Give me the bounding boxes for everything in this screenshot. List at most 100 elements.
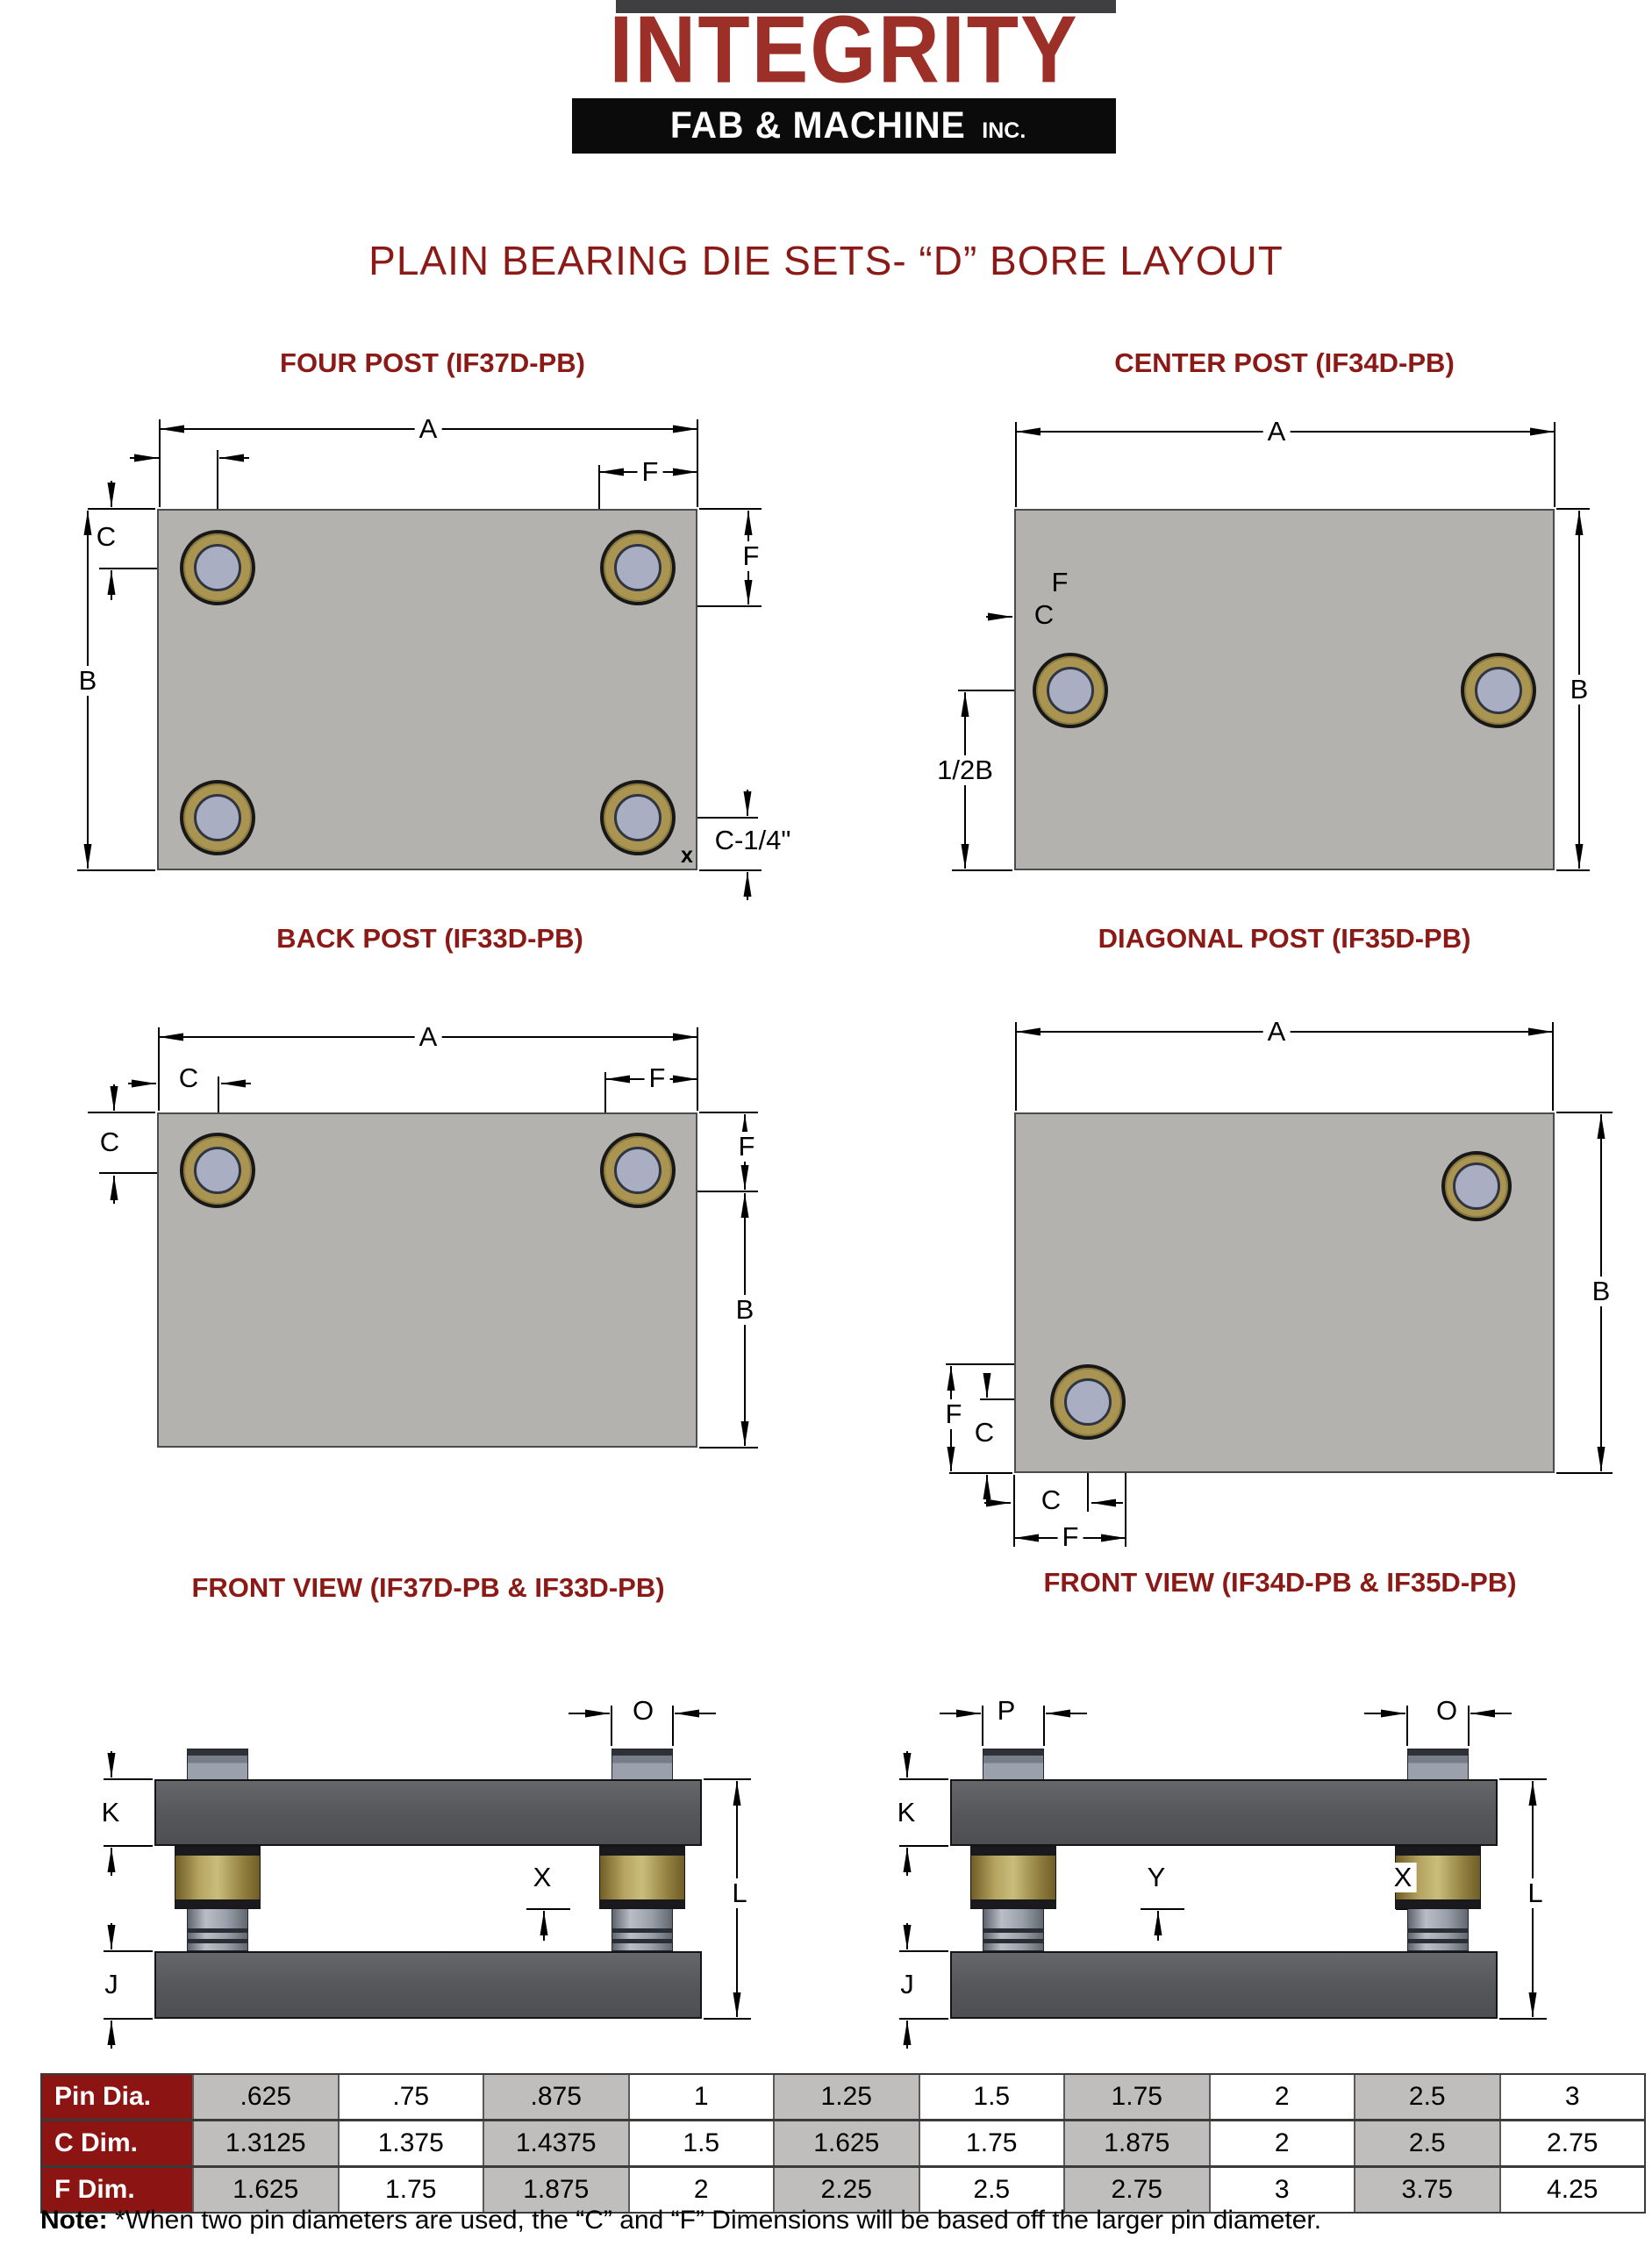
bore: [1475, 667, 1522, 714]
post-ring: [983, 1939, 1044, 1943]
table-cell: 3: [1498, 2075, 1644, 2119]
table-cell: 4.25: [1498, 2168, 1644, 2212]
table-cell: 1.875: [483, 2168, 628, 2212]
table-cell: 2.5: [1354, 2075, 1499, 2119]
table-cell: 2.5: [918, 2168, 1063, 2212]
section-title-diagonal-post: DIAGONAL POST (IF35D-PB): [1098, 923, 1471, 954]
logo-suffix: INC.: [982, 118, 1026, 143]
dim-label-j: J: [896, 1970, 919, 1999]
table-cell: 2: [1208, 2121, 1354, 2165]
post-ring: [1407, 1928, 1469, 1933]
dim-label-k: K: [97, 1798, 125, 1828]
dim-label-c: C: [91, 522, 121, 552]
bore: [614, 544, 662, 591]
dim-label-f: F: [637, 457, 663, 487]
dim-label-f: F: [1057, 1522, 1083, 1552]
dim-label-b: B: [731, 1295, 759, 1325]
table-cell: 1.75: [1063, 2075, 1209, 2119]
dim-label-o: O: [1431, 1696, 1462, 1726]
bore: [614, 1147, 662, 1194]
dim-label-y: Y: [1142, 1863, 1170, 1892]
section-title-back-post: BACK POST (IF33D-PB): [276, 923, 583, 954]
section-title-front-view-left: FRONT VIEW (IF37D-PB & IF33D-PB): [191, 1572, 665, 1603]
dim-label-a: A: [414, 414, 442, 444]
dim-label-o: O: [627, 1696, 659, 1726]
dim-label-a: A: [1262, 1017, 1291, 1047]
fv-right-post-top-left: [983, 1749, 1044, 1781]
table-row-c-dim: C Dim. 1.3125 1.375 1.4375 1.5 1.625 1.7…: [42, 2119, 1644, 2165]
table-cell: .875: [483, 2075, 628, 2119]
section-title-center-post: CENTER POST (IF34D-PB): [1114, 347, 1455, 378]
footnote-text: *When two pin diameters are used, the “C…: [107, 2206, 1322, 2235]
logo-name: INTEGRITY: [609, 0, 1079, 104]
fv-left-top-plate: [154, 1779, 702, 1846]
dim-label-k: K: [892, 1798, 920, 1828]
table-cell: 1.5: [918, 2075, 1063, 2119]
row-header: F Dim.: [42, 2168, 192, 2212]
post-ring: [187, 1939, 248, 1943]
dim-label-f: F: [644, 1063, 670, 1093]
bore: [1453, 1162, 1500, 1210]
table-cell: 3.75: [1354, 2168, 1499, 2212]
bore: [194, 1147, 241, 1194]
table-cell: 1.3125: [192, 2121, 338, 2165]
post-ring: [983, 1928, 1044, 1933]
fv-left-bushing-left: [175, 1846, 261, 1909]
dim-label-x: X: [1389, 1863, 1417, 1892]
post-ring: [611, 1939, 673, 1943]
table-cell: 1.625: [773, 2121, 919, 2165]
dim-label-l: L: [1523, 1878, 1548, 1908]
section-title-four-post: FOUR POST (IF37D-PB): [280, 347, 585, 378]
dim-label-b: B: [1565, 675, 1593, 705]
table-cell: 2: [1208, 2075, 1354, 2119]
company-logo: INTEGRITY FAB & MACHINE INC.: [572, 0, 1116, 156]
four-post-bushing-top-left: [180, 530, 255, 605]
table-cell: 2.75: [1498, 2121, 1644, 2165]
row-header: Pin Dia.: [42, 2075, 192, 2119]
table-cell: 2.5: [1354, 2121, 1499, 2165]
dim-label-j: J: [100, 1970, 123, 1999]
bore: [1047, 667, 1094, 714]
fv-left-bushing-right: [599, 1846, 685, 1909]
table-row-f-dim: F Dim. 1.625 1.75 1.875 2 2.25 2.5 2.75 …: [42, 2165, 1644, 2212]
fv-left-post-top-left: [187, 1749, 248, 1781]
table-cell: 2: [627, 2168, 773, 2212]
section-title-front-view-right: FRONT VIEW (IF34D-PB & IF35D-PB): [1043, 1567, 1517, 1598]
center-post-bushing-left: [1033, 653, 1108, 728]
dim-label-f: F: [940, 1399, 967, 1429]
fv-right-bushing-left: [970, 1846, 1056, 1909]
dim-label-c-quarter: C-1/4": [710, 826, 796, 855]
back-post-bushing-left: [180, 1133, 255, 1208]
center-post-bushing-right: [1461, 653, 1536, 728]
table-cell: 1.875: [1063, 2121, 1209, 2165]
dim-label-f: F: [738, 541, 764, 571]
bore: [194, 544, 241, 591]
dim-label-f: F: [733, 1132, 760, 1162]
table-cell: 2.75: [1063, 2168, 1209, 2212]
table-cell: 1.5: [627, 2121, 773, 2165]
bore: [614, 794, 662, 841]
row-header: C Dim.: [42, 2121, 192, 2165]
four-post-bushing-bottom-left: [180, 780, 255, 855]
dim-label-a: A: [1262, 417, 1291, 447]
table-cell: 1.25: [773, 2075, 919, 2119]
footnote: Note: *When two pin diameters are used, …: [40, 2206, 1628, 2235]
logo-subtitle: FAB & MACHINE: [669, 104, 966, 147]
back-post-bushing-right: [600, 1133, 676, 1208]
dim-label-f: F: [1051, 567, 1069, 597]
table-cell: 3: [1208, 2168, 1354, 2212]
dimension-table: Pin Dia. .625 .75 .875 1 1.25 1.5 1.75 2…: [40, 2073, 1646, 2214]
bore: [194, 794, 241, 841]
table-row-pin-dia: Pin Dia. .625 .75 .875 1 1.25 1.5 1.75 2…: [42, 2075, 1644, 2119]
dim-label-c: C: [174, 1063, 204, 1093]
table-cell: .625: [192, 2075, 338, 2119]
dim-label-c: C: [969, 1418, 999, 1448]
fv-right-post-top-right: [1407, 1749, 1469, 1781]
dim-label-x-marker: x: [681, 843, 693, 868]
dim-label-b: B: [74, 666, 102, 696]
bore: [1064, 1378, 1112, 1426]
fv-right-top-plate: [950, 1779, 1498, 1846]
dim-label-c: C: [95, 1127, 125, 1157]
table-cell: 1.375: [337, 2121, 483, 2165]
